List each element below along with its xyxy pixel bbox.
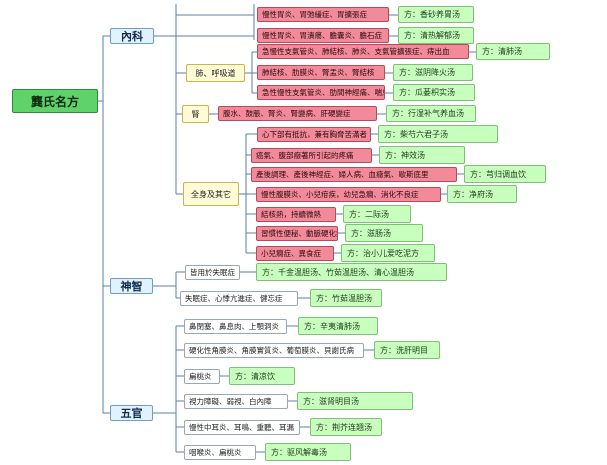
leaf-whole-6[interactable]: 習慣性便秘、動脈硬化症 [256, 226, 338, 241]
rx-whole-3[interactable]: 方：芎归调血饮 [464, 165, 546, 183]
leaf-lung-3[interactable]: 急性慢性支氣管炎、肋間神經痛、喘息 [257, 85, 385, 100]
category-wuguan[interactable]: 五官 [110, 405, 153, 421]
sub-wuguan-4[interactable]: 視力障礙、弱視、白內障 [184, 394, 288, 409]
rx-wuguan-2[interactable]: 方：洗肝明目 [374, 341, 440, 359]
rx-whole-5[interactable]: 方：二际汤 [343, 205, 411, 223]
leaf-stomach-2[interactable]: 慢性胃炎、胃潰瘍、膽囊炎、膽石症 [257, 28, 389, 43]
sub-whole-body[interactable]: 全身及其它 [183, 182, 239, 206]
leaf-lung-1[interactable]: 急慢性支氣管炎、肺結核、肺炎、支氣管擴張症、痔出血 [257, 44, 469, 59]
rx-wuguan-1[interactable]: 方：辛夷清肺汤 [298, 317, 378, 335]
leaf-stomach-1[interactable]: 慢性胃炎、胃弛緩症、胃擴張症 [257, 7, 389, 22]
leaf-whole-1[interactable]: 心下部有抵抗，兼有胸脅苦滿者 [257, 127, 371, 142]
sub-wuguan-1[interactable]: 鼻閉塞、鼻息肉、上顎洞炎 [184, 319, 287, 334]
root-node[interactable]: 龔氏名方 [12, 89, 98, 113]
sub-kidney[interactable]: 腎 [182, 105, 209, 123]
rx-stomach-2[interactable]: 方：清热解郁汤 [398, 27, 474, 44]
rx-lung-1[interactable]: 方：清肺汤 [476, 43, 550, 60]
leaf-kidney-1[interactable]: 腹水、鼓脹、腎炎、腎變病、肝硬變症 [218, 106, 377, 121]
leaf-whole-3[interactable]: 產後調理、產後神經症、婦人病、血癥氣、歇斯底里 [251, 167, 457, 182]
leaf-whole-5[interactable]: 結核熱，持續微熱 [256, 207, 336, 222]
sub-wuguan-2[interactable]: 硬化性角膜炎、角膜實質炎、葡萄膜炎、貝謝氏病 [184, 343, 364, 358]
rx-shenzhi-2[interactable]: 方：竹茹温胆汤 [310, 289, 382, 307]
category-neike[interactable]: 內科 [110, 28, 154, 44]
leaf-whole-4[interactable]: 慢性腹膜炎、小兒疳疾，幼兒急癇、消化不良症 [256, 187, 441, 202]
sub-wuguan-5[interactable]: 慢性中耳炎、耳鳴、重聽、耳漏 [184, 420, 300, 435]
rx-whole-2[interactable]: 方：神效汤 [379, 146, 465, 164]
leaf-whole-7[interactable]: 小兒癇症、異食症 [256, 246, 334, 261]
rx-kidney-1[interactable]: 方：行湿补气养血汤 [386, 105, 476, 122]
rx-whole-1[interactable]: 方：柴芍六君子汤 [378, 125, 498, 143]
sub-wuguan-3[interactable]: 扁桃炎 [184, 369, 220, 384]
sub-lung[interactable]: 肺、呼吸道 [186, 64, 245, 82]
sub-wuguan-6[interactable]: 咽喉炎、扁桃炎 [184, 445, 256, 460]
rx-wuguan-6[interactable]: 方：驱风解毒汤 [265, 443, 351, 461]
rx-wuguan-4[interactable]: 方：滋肾明目汤 [297, 392, 413, 410]
rx-stomach-1[interactable]: 方：香砂养胃汤 [398, 6, 474, 23]
rx-whole-6[interactable]: 方：滋肠汤 [345, 224, 423, 242]
rx-whole-7[interactable]: 方：治小儿爱吃泥方 [341, 244, 435, 262]
leaf-whole-2[interactable]: 癌氣、腹部癥著所引起的疼痛 [251, 148, 372, 163]
leaf-lung-2[interactable]: 肺結核、肋膜炎、腎盂炎、腎結核 [257, 65, 385, 80]
rx-lung-3[interactable]: 方：瓜蒌枳实汤 [393, 84, 475, 101]
sub-shenzhi-1[interactable]: 皆用於失眠症 [185, 265, 240, 280]
rx-wuguan-3[interactable]: 方：清凉饮 [229, 367, 295, 385]
rx-shenzhi-1[interactable]: 方：千金温胆汤、竹茹温胆汤、清心温胆汤 [256, 263, 447, 281]
rx-whole-4[interactable]: 方：净府汤 [447, 185, 517, 203]
category-shenzhi[interactable]: 神智 [110, 278, 153, 294]
sub-shenzhi-2[interactable]: 失眠症、心悸亢進症、健忘症 [180, 291, 298, 306]
rx-lung-2[interactable]: 方：滋阴降火汤 [393, 64, 473, 81]
rx-wuguan-5[interactable]: 方：荆芥连翘汤 [310, 418, 382, 436]
